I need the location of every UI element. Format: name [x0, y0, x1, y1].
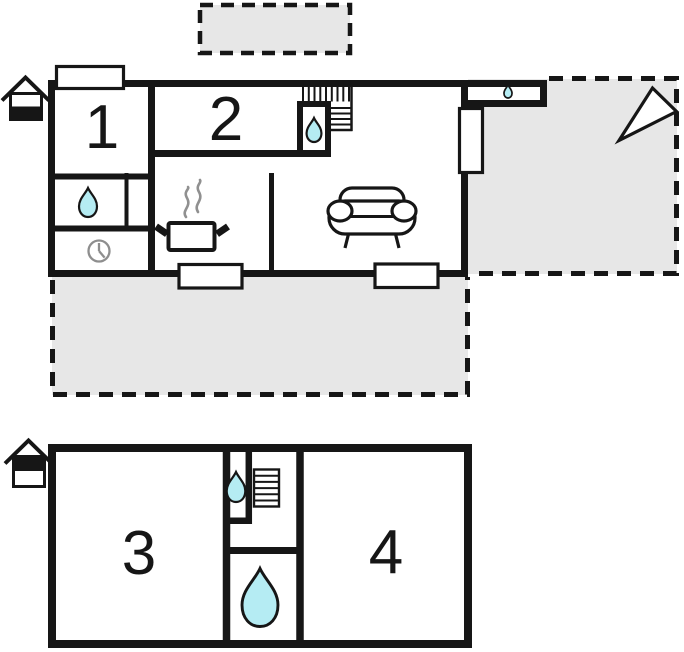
sofa-armrest-left — [326, 199, 354, 223]
room-label-4: 4 — [369, 518, 403, 587]
door-bottom-right — [373, 262, 440, 290]
house-level-highlight — [13, 456, 45, 471]
terrace-top — [197, 2, 353, 56]
pot-handle-right — [215, 223, 230, 237]
stove-pot-icon — [154, 178, 230, 252]
terrace-bottom-area — [52, 277, 468, 395]
door-bottom-left — [177, 262, 244, 290]
house-level-highlight — [10, 106, 42, 120]
terrace-bottom — [50, 277, 470, 397]
terrace-top-area — [197, 2, 353, 56]
house-upper-floor-icon — [3, 437, 54, 488]
clock-icon — [87, 239, 111, 263]
outer-walls — [48, 80, 468, 277]
steam-icon — [183, 185, 190, 219]
stairs-ground-floor — [302, 85, 353, 132]
terrace-bottom-dashed-border — [50, 277, 470, 397]
pot-body — [166, 221, 217, 252]
stairs-upper-floor — [252, 468, 281, 508]
pot-handle-left — [154, 223, 169, 237]
room-label-3: 3 — [122, 519, 156, 588]
window-right-living — [457, 106, 485, 175]
sofa-armrest-right — [390, 199, 418, 223]
steam-icon — [195, 178, 202, 214]
annex-walls — [461, 80, 547, 107]
room-label-1: 1 — [85, 93, 119, 162]
upper-floor-plan: 3 4 — [48, 444, 472, 648]
interior-walls — [222, 448, 304, 642]
terrace-right-dashed-border — [470, 76, 679, 276]
house-ground-floor-icon — [0, 74, 51, 121]
interior-walls — [48, 83, 331, 274]
north-arrow-icon — [614, 85, 680, 145]
stairs-icon — [302, 85, 353, 132]
window-top-room1 — [54, 64, 126, 91]
outer-walls — [48, 444, 472, 648]
sofa-icon — [326, 186, 418, 249]
room-label-2: 2 — [209, 85, 243, 154]
ground-floor-plan: 1 2 — [48, 64, 547, 290]
